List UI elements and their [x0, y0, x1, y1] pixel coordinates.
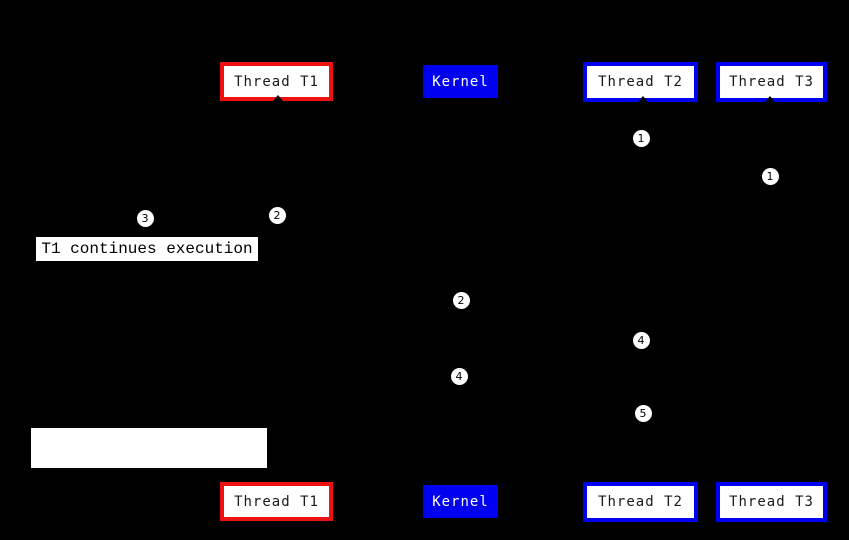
- t1-continues-label: T1 continues execution: [36, 237, 258, 261]
- kernel-box-bottom: Kernel: [423, 485, 498, 518]
- connector-notch: [273, 95, 283, 101]
- thread-t3-label-bottom: Thread T3: [729, 494, 814, 510]
- step-marker-1: 1: [761, 167, 779, 185]
- thread-t3-label-top: Thread T3: [729, 74, 814, 90]
- step-marker-3: 3: [136, 209, 154, 227]
- step-marker-5: 5: [634, 404, 652, 422]
- thread-t2-box-bottom: Thread T2: [583, 482, 698, 522]
- step-marker-1: 1: [632, 129, 650, 147]
- step-marker-2: 2: [268, 206, 286, 224]
- t1-continues-text: T1 continues execution: [41, 240, 253, 258]
- thread-t1-label-top: Thread T1: [234, 73, 319, 90]
- thread-t1-box-bottom: Thread T1: [220, 482, 333, 521]
- connector-notch: [765, 96, 775, 102]
- thread-t2-label-bottom: Thread T2: [598, 494, 683, 510]
- thread-t1-label-bottom: Thread T1: [234, 493, 319, 510]
- kernel-box-top: Kernel: [423, 65, 498, 98]
- kernel-label-top: Kernel: [432, 73, 489, 90]
- connector-notch: [638, 96, 648, 102]
- kernel-label-bottom: Kernel: [432, 493, 489, 510]
- thread-t3-box-bottom: Thread T3: [716, 482, 827, 522]
- thread-t3-box-top: Thread T3: [716, 62, 827, 102]
- thread-t2-label-top: Thread T2: [598, 74, 683, 90]
- step-marker-4: 4: [450, 367, 468, 385]
- step-marker-2: 2: [452, 291, 470, 309]
- blank-white-panel: [31, 428, 267, 468]
- step-marker-4: 4: [632, 331, 650, 349]
